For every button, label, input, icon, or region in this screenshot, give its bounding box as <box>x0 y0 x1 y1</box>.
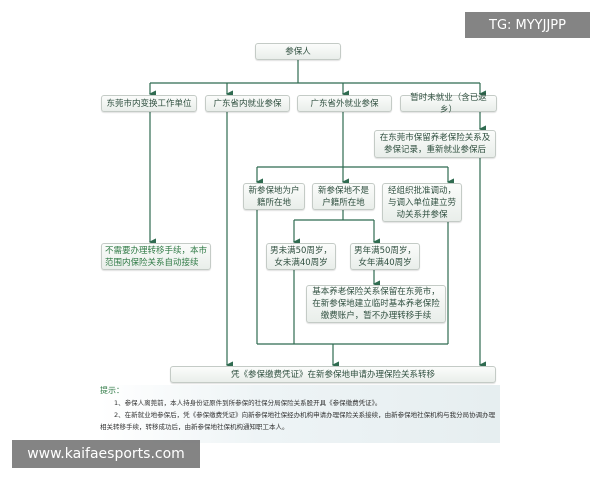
node-over-age: 男年满50周岁，女年满40周岁 <box>350 243 420 270</box>
note-1: 1、参保人离莞前，本人持身份证原件到所参保的社保分局保险关系股开具《参保缴费凭证… <box>114 399 382 407</box>
node-not-hukou-location: 新参保地不是户籍所在地 <box>312 183 375 210</box>
node-outside-guangdong: 广东省外就业参保 <box>297 95 392 112</box>
node-hukou-location: 新参保地为户籍所在地 <box>243 183 305 210</box>
node-approved-transfer: 经组织批准调动，与调入单位建立劳动关系并参保 <box>382 183 462 222</box>
notes-section: 提示： 1、参保人离莞前，本人持身份证原件到所参保的社保分局保险关系股开具《参保… <box>100 385 500 443</box>
watermark-top: TG: MYYJJPP <box>465 12 590 38</box>
node-within-dongguan: 东莞市内变换工作单位 <box>101 95 197 112</box>
node-retain-record: 在东莞市保留养老保险关系及参保记录，重新就业参保后 <box>374 130 496 158</box>
root-node-insured: 参保人 <box>255 43 341 60</box>
node-under-age: 男未满50周岁，女未满40周岁 <box>266 243 336 270</box>
node-within-guangdong: 广东省内就业参保 <box>205 95 290 112</box>
watermark-bottom: www.kaifaesports.com <box>12 440 200 468</box>
node-temporary-account: 基本养老保险关系保留在东莞市，在新参保地建立临时基本养老保险缴费账户，暂不办理转… <box>306 285 446 323</box>
node-final-transfer: 凭《参保缴费凭证》在新参保地申请办理保险关系转移 <box>170 366 496 383</box>
node-unemployed: 暂时未就业（含已返乡） <box>400 93 497 115</box>
note-2: 2、在新就业地参保后，凭《参保缴费凭证》向新参保地社保经办机构申请办理保险关系接… <box>100 411 496 431</box>
notes-title: 提示： <box>100 386 124 395</box>
node-auto-continue: 不需要办理转移手续，本市范围内保险关系自动接续 <box>101 243 211 270</box>
